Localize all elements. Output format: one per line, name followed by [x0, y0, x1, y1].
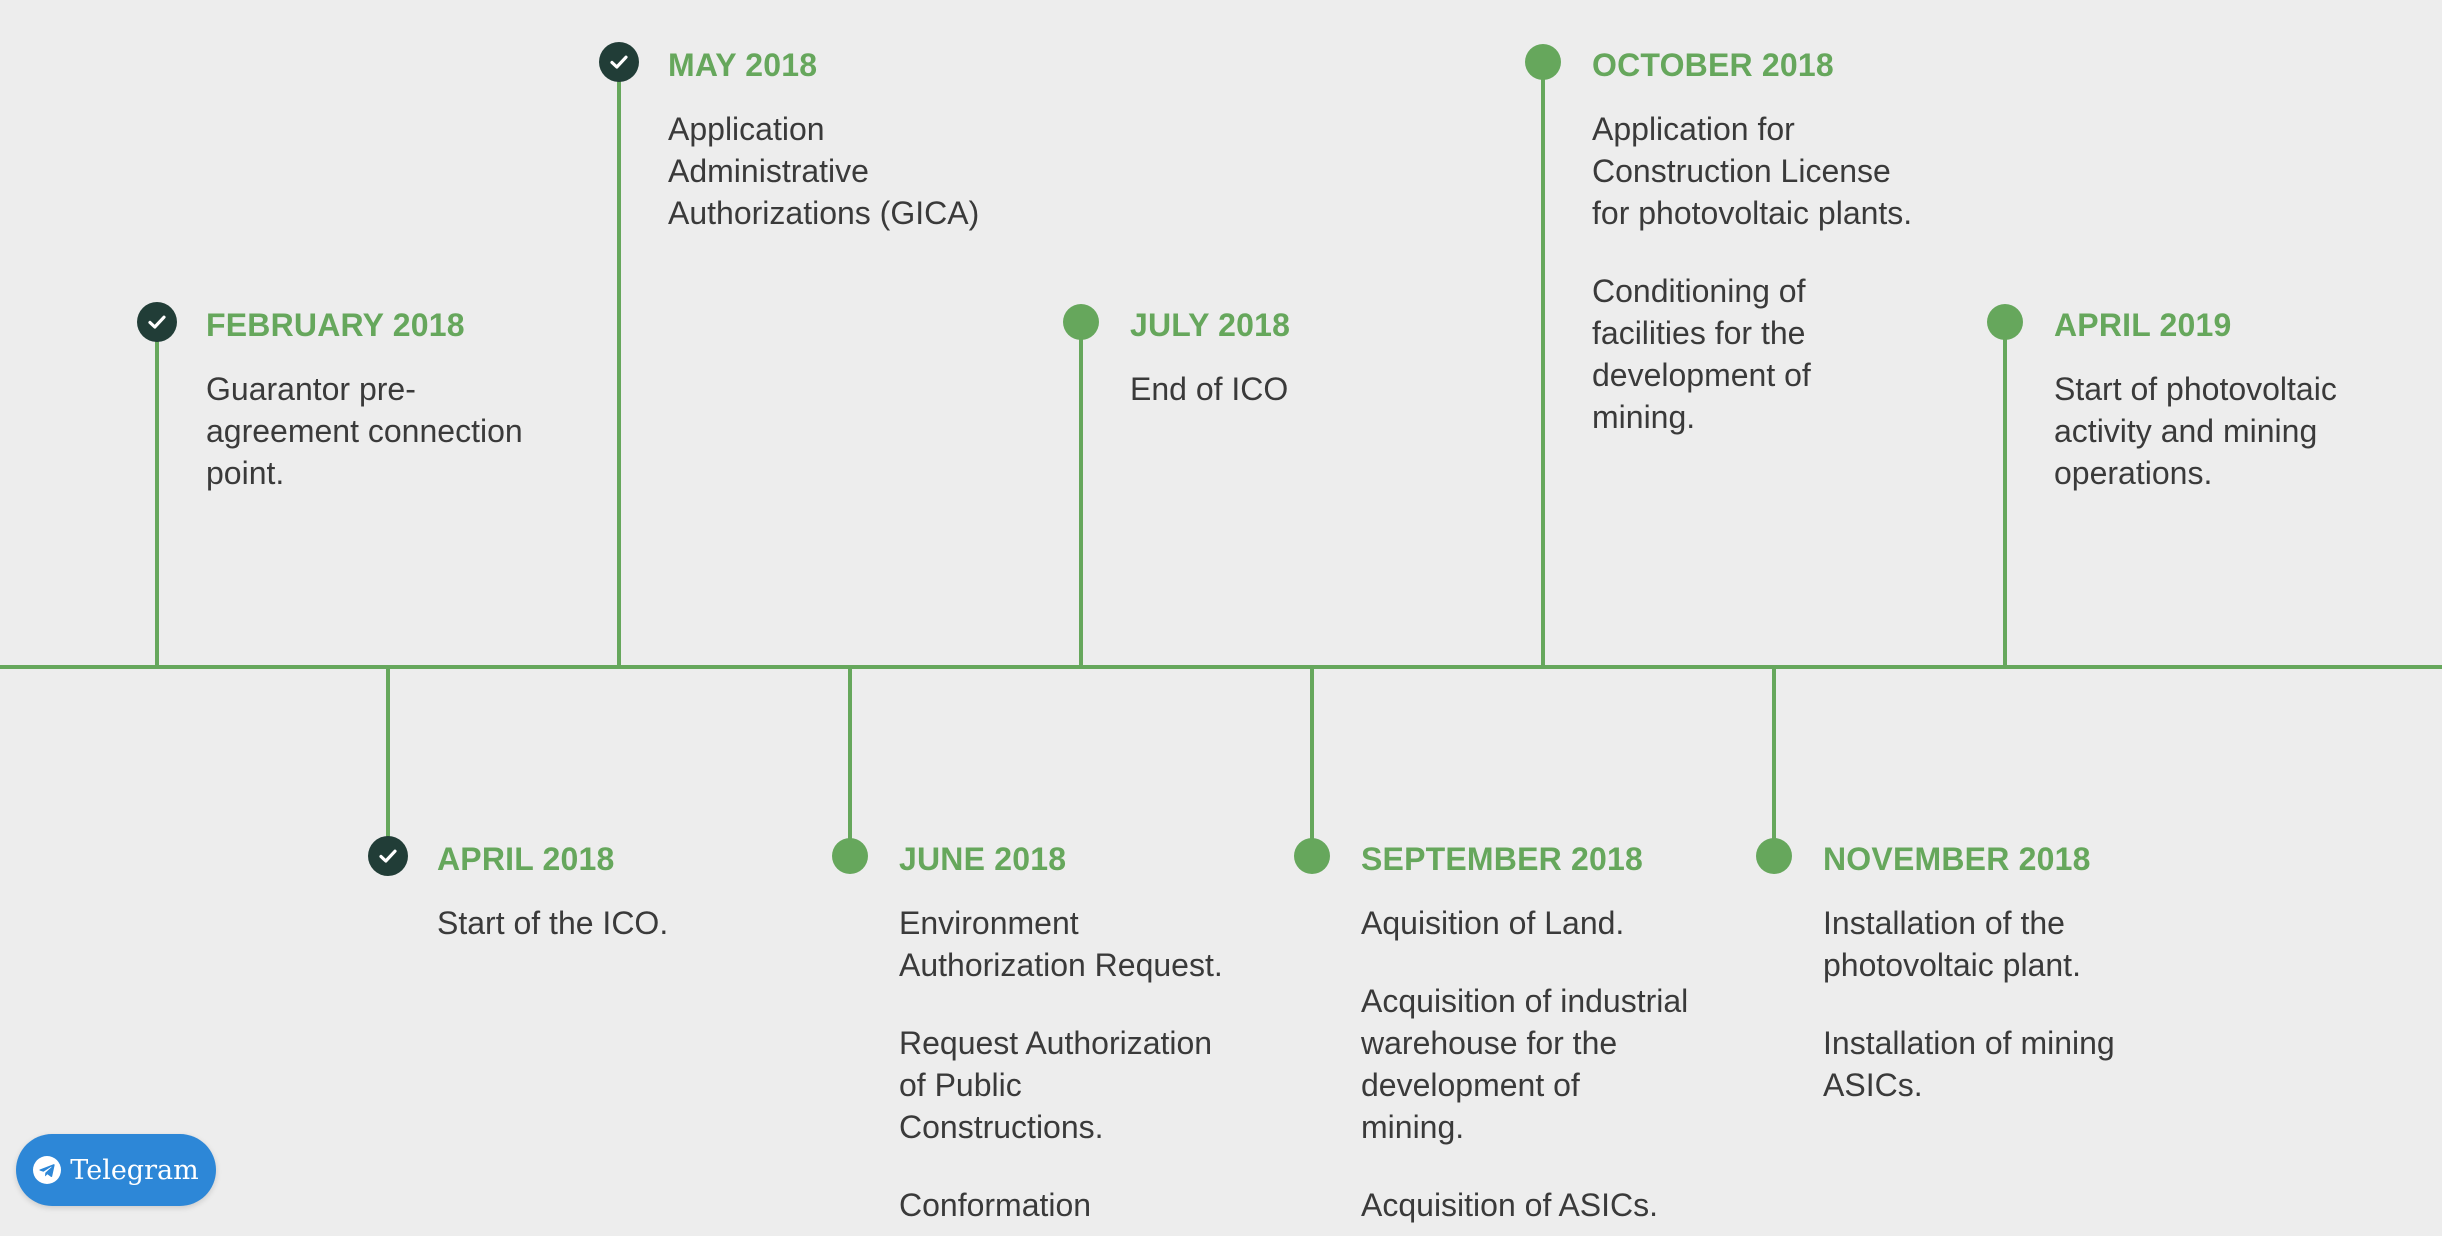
milestone-note: Application Administrative Authorization… — [668, 111, 980, 231]
milestone-date: APRIL 2018 — [437, 841, 615, 877]
milestone-notes: Application for Construction License for… — [1592, 108, 1922, 438]
milestone-connector — [1310, 667, 1314, 856]
milestone-connector — [155, 322, 159, 667]
milestone-date: MAY 2018 — [668, 47, 818, 83]
milestone-notes: Aquisition of Land. Acquisition of indust… — [1361, 902, 1691, 1226]
milestone-note: Start of photovoltaic activity and minin… — [2054, 371, 2337, 491]
check-icon — [379, 849, 397, 863]
milestone-notes: End of ICO — [1130, 368, 1460, 410]
check-icon — [610, 55, 628, 69]
milestone-marker — [1987, 304, 2023, 340]
milestone-date: JUNE 2018 — [899, 841, 1067, 877]
milestone-note: Guarantor pre-agreement connection point… — [206, 371, 523, 491]
check-icon — [148, 315, 166, 329]
milestone-notes: Environment Authorization Request. Reques… — [899, 902, 1229, 1226]
milestone-note: Conformation — [899, 1187, 1092, 1223]
milestone-completed-marker — [137, 302, 177, 342]
milestone-note: Aquisition of Land. — [1361, 905, 1625, 941]
milestone-connector — [1772, 667, 1776, 856]
telegram-plane-icon — [33, 1156, 62, 1184]
milestone-note: Application for Construction License for… — [1592, 111, 1913, 231]
milestone-note: Acquisition of ASICs. — [1361, 1187, 1659, 1223]
milestone-marker — [1294, 838, 1330, 874]
milestone-note: End of ICO — [1130, 371, 1289, 407]
milestone-date: NOVEMBER 2018 — [1823, 841, 2091, 877]
milestone-connector — [1541, 62, 1545, 667]
milestone-note: Acquisition of industrial warehouse for … — [1361, 983, 1689, 1145]
milestone-note: Request Authorization of Public Construc… — [899, 1025, 1213, 1145]
milestone-marker — [832, 838, 868, 874]
telegram-button[interactable]: Telegram — [16, 1134, 216, 1206]
milestone-completed-marker — [368, 836, 408, 876]
milestone-completed-marker — [599, 42, 639, 82]
milestone-notes: Start of photovoltaic activity and minin… — [2054, 368, 2384, 494]
milestone-note: Start of the ICO. — [437, 905, 669, 941]
milestone-date: JULY 2018 — [1130, 307, 1291, 343]
milestone-date: OCTOBER 2018 — [1592, 47, 1834, 83]
milestone-note: Conditioning of facilities for the devel… — [1592, 273, 1811, 435]
milestone-date: APRIL 2019 — [2054, 307, 2232, 343]
milestone-connector — [848, 667, 852, 856]
milestone-notes: Guarantor pre-agreement connection point… — [206, 368, 536, 494]
milestone-date: SEPTEMBER 2018 — [1361, 841, 1644, 877]
milestone-marker — [1756, 838, 1792, 874]
milestone-notes: Start of the ICO. — [437, 902, 767, 944]
milestone-note: Installation of the photovoltaic plant. — [1823, 905, 2081, 983]
milestone-notes: Application Administrative Authorization… — [668, 108, 998, 234]
milestone-note: Installation of mining ASICs. — [1823, 1025, 2115, 1103]
telegram-button-label: Telegram — [70, 1154, 199, 1186]
timeline-axis — [0, 665, 2442, 669]
milestone-connector — [617, 62, 621, 667]
milestone-connector — [1079, 322, 1083, 667]
milestone-note: Environment Authorization Request. — [899, 905, 1223, 983]
milestone-connector — [386, 667, 390, 856]
milestone-notes: Installation of the photovoltaic plant. I… — [1823, 902, 2153, 1106]
milestone-marker — [1063, 304, 1099, 340]
milestone-date: FEBRUARY 2018 — [206, 307, 465, 343]
milestone-marker — [1525, 44, 1561, 80]
milestone-connector — [2003, 322, 2007, 667]
